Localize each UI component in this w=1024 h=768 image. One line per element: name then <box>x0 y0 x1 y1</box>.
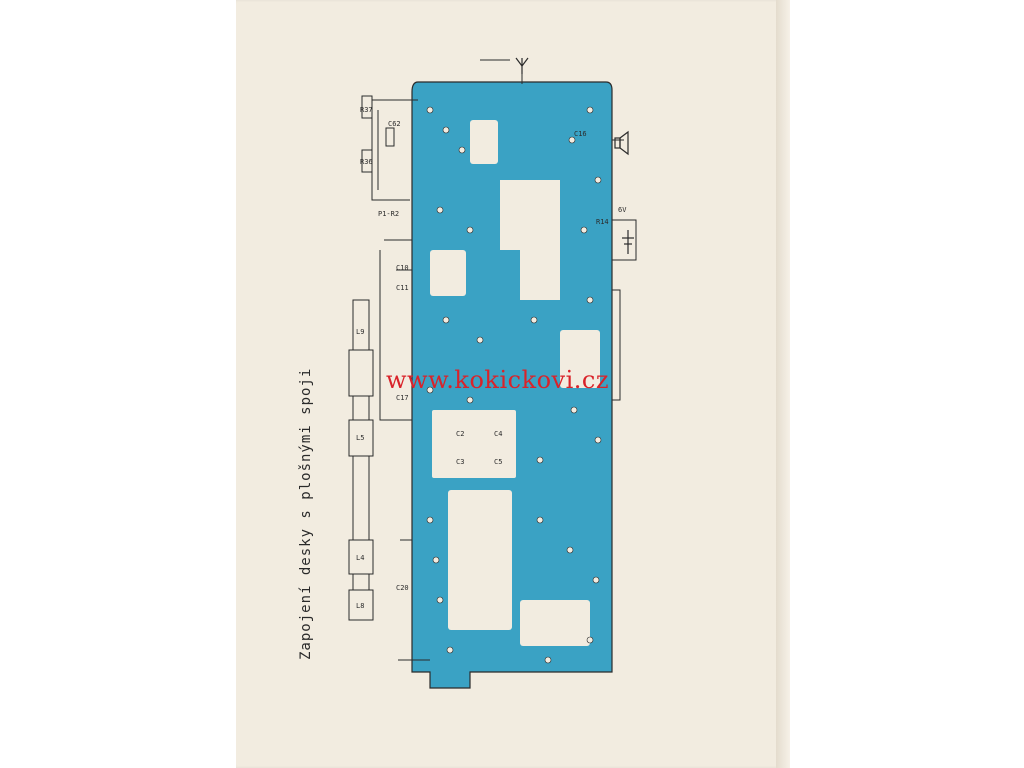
pcb-cutouts <box>430 120 600 646</box>
label-l9: L9 <box>356 328 364 336</box>
label-c5: C5 <box>494 458 502 466</box>
switch-icon <box>622 230 634 254</box>
label-l4: L4 <box>356 554 364 562</box>
label-c11: C11 <box>396 284 409 292</box>
ferrite-antenna <box>348 299 374 621</box>
label-c10: C10 <box>396 264 409 272</box>
label-battery: 6V <box>618 206 627 214</box>
label-l8: L8 <box>356 602 364 610</box>
page-edge <box>776 0 790 768</box>
antenna-icon <box>515 57 529 74</box>
coil-l9 <box>348 349 374 397</box>
coil-l4 <box>348 539 374 575</box>
coil-l8 <box>348 589 374 621</box>
label-c17: C17 <box>396 394 409 402</box>
component-labels: L9 L5 L4 L8 6V P1-R2 C10 C11 C17 C20 C62… <box>356 106 627 610</box>
label-r36: R36 <box>360 158 373 166</box>
label-c4: C4 <box>494 430 502 438</box>
label-c20: C20 <box>396 584 409 592</box>
pcb-pads <box>426 106 602 664</box>
label-c16: C16 <box>574 130 587 138</box>
speaker-icon <box>614 130 629 156</box>
figure-caption: Zapojení desky s plošnými spoji <box>298 367 314 660</box>
label-c62: C62 <box>388 120 401 128</box>
coil-l5 <box>348 419 374 457</box>
label-r14: R14 <box>596 218 609 226</box>
watermark: www.kokickovi.cz <box>386 366 610 394</box>
label-l5: L5 <box>356 434 364 442</box>
resistor-block <box>361 95 395 173</box>
label-c2: C2 <box>456 430 464 438</box>
label-p1-r2: P1-R2 <box>378 210 399 218</box>
label-r37: R37 <box>360 106 373 114</box>
label-c3: C3 <box>456 458 464 466</box>
